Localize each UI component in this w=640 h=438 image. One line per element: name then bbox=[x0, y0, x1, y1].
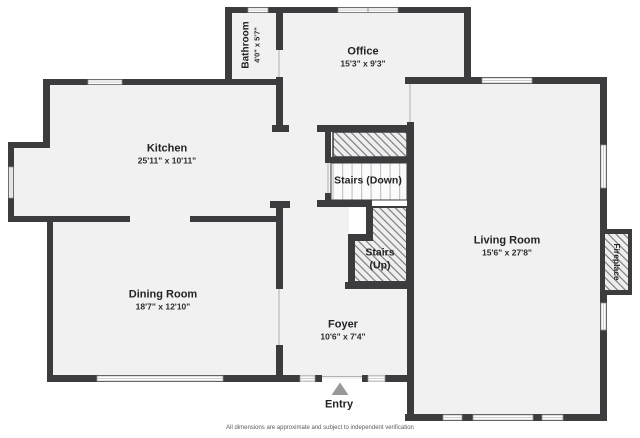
window bbox=[541, 414, 564, 421]
room-name: Stairs (Down) bbox=[334, 174, 402, 187]
wall bbox=[272, 125, 289, 132]
bathroom-floor bbox=[229, 10, 279, 82]
wall bbox=[190, 216, 283, 222]
wall bbox=[325, 125, 331, 163]
disclaimer-text: All dimensions are approximate and subje… bbox=[226, 425, 414, 431]
wall bbox=[276, 201, 283, 289]
foyer-floor bbox=[279, 285, 411, 379]
wall bbox=[8, 142, 50, 148]
room-dims: 15'3" x 9'3" bbox=[340, 58, 386, 69]
wall bbox=[348, 234, 372, 240]
marker-name: Fireplace bbox=[611, 243, 622, 281]
stairs-down-landing-hatch bbox=[332, 131, 408, 158]
wall bbox=[348, 234, 354, 289]
room-label-office: Office 15'3" x 9'3" bbox=[340, 45, 385, 68]
room-label-dining-room: Dining Room 18'7" x 12'10" bbox=[129, 288, 197, 311]
window bbox=[367, 375, 386, 382]
wall bbox=[47, 216, 53, 382]
room-label-foyer: Foyer 10'6" x 7'4" bbox=[320, 318, 365, 341]
room-name: Office bbox=[347, 45, 379, 58]
window bbox=[96, 375, 224, 382]
living-floor bbox=[411, 80, 603, 418]
window bbox=[247, 7, 269, 13]
room-name: Foyer bbox=[328, 318, 358, 331]
wall bbox=[328, 157, 407, 163]
room-dims: (Up) bbox=[369, 259, 391, 271]
wall bbox=[366, 202, 372, 240]
room-label-kitchen: Kitchen 25'11" x 10'11" bbox=[138, 142, 196, 165]
room-dims: 10'6" x 7'4" bbox=[320, 331, 366, 342]
room-label-living-room: Living Room 15'6" x 27'8" bbox=[474, 234, 541, 257]
room-dims: 4'0" x 5'7" bbox=[252, 27, 262, 63]
kitchen-notch-floor bbox=[11, 145, 51, 220]
window bbox=[442, 414, 463, 421]
windows bbox=[8, 7, 607, 421]
wall bbox=[43, 79, 50, 148]
room-name: Kitchen bbox=[146, 142, 188, 155]
wall bbox=[276, 345, 283, 382]
wall bbox=[407, 122, 414, 421]
room-name: Bathroom bbox=[240, 21, 252, 69]
room-dims: 25'11" x 10'11" bbox=[137, 155, 197, 166]
room-name: Dining Room bbox=[128, 288, 198, 301]
wall bbox=[43, 79, 283, 85]
wall bbox=[362, 375, 368, 382]
marker-name: Entry bbox=[324, 398, 354, 411]
window bbox=[8, 166, 14, 199]
room-dims: 15'6" x 27'8" bbox=[482, 247, 532, 258]
room-label-stairs-down: Stairs (Down) bbox=[334, 175, 402, 188]
kitchen-floor bbox=[46, 82, 286, 219]
fireplace bbox=[601, 229, 632, 295]
wall bbox=[345, 282, 413, 289]
window bbox=[299, 375, 316, 382]
corridor-floor bbox=[279, 200, 349, 289]
wall bbox=[325, 193, 331, 207]
wall bbox=[225, 7, 232, 85]
wall bbox=[385, 375, 414, 382]
window bbox=[337, 7, 399, 13]
window bbox=[600, 302, 607, 331]
wall bbox=[464, 7, 471, 84]
door-openings bbox=[278, 50, 411, 377]
wall bbox=[317, 200, 372, 207]
window bbox=[600, 144, 607, 189]
room-name: Living Room bbox=[473, 234, 541, 247]
fireplace-label: Fireplace bbox=[611, 243, 622, 281]
wall bbox=[315, 375, 322, 382]
room-floors bbox=[11, 10, 603, 418]
dining-floor bbox=[50, 219, 279, 378]
room-label-bathroom: Bathroom 4'0" x 5'7" bbox=[241, 21, 262, 68]
room-name: Stairs bbox=[365, 246, 395, 259]
wall bbox=[317, 125, 413, 132]
hallway-floor bbox=[279, 128, 325, 208]
room-dims: 18'7" x 12'10" bbox=[135, 301, 191, 312]
entry-arrow-icon bbox=[331, 382, 349, 395]
window bbox=[87, 79, 123, 85]
wall bbox=[276, 13, 283, 50]
wall bbox=[276, 77, 283, 132]
window bbox=[472, 414, 534, 421]
window bbox=[481, 77, 533, 84]
entry-label: Entry bbox=[325, 398, 353, 411]
room-label-stairs-up: Stairs (Up) bbox=[365, 246, 394, 271]
wall bbox=[8, 216, 130, 222]
